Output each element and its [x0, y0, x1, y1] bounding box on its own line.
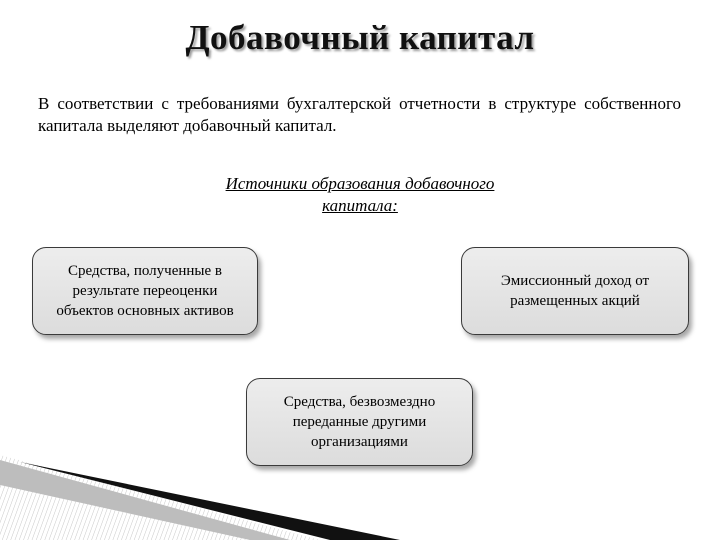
- sources-heading: Источники образования добавочного капита…: [225, 174, 495, 215]
- source-box-revaluation-label: Средства, полученные в результате переоц…: [56, 263, 234, 319]
- decor-black-wedge: [20, 462, 400, 540]
- source-box-revaluation: Средства, полученные в результате переоц…: [32, 247, 258, 335]
- source-box-gratuitous-label: Средства, безвозмездно переданные другим…: [283, 394, 436, 450]
- source-box-emission: Эмиссионный доход от размещенных акций: [461, 247, 689, 335]
- intro-paragraph: В соответствии с требованиями бухгалтерс…: [38, 94, 681, 135]
- slide-title: Добавочный капитал: [185, 18, 535, 57]
- source-box-gratuitous: Средства, безвозмездно переданные другим…: [246, 378, 473, 466]
- decor-gray-wedge: [0, 460, 290, 540]
- corner-decoration: [0, 455, 400, 540]
- source-box-emission-label: Эмиссионный доход от размещенных акций: [500, 273, 650, 309]
